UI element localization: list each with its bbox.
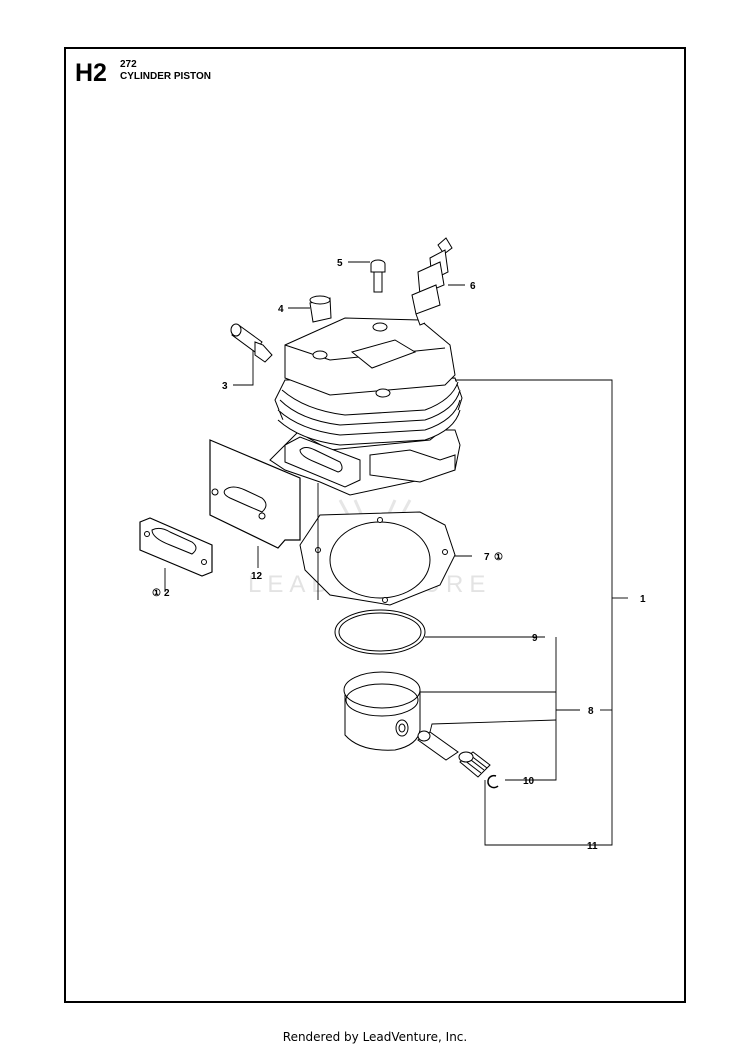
circlip-10 [487, 774, 499, 789]
callout-7-note: ① [494, 552, 503, 563]
callout-2[interactable]: 2 [164, 588, 170, 599]
callout-11[interactable]: 11 [587, 841, 598, 852]
cylinder-1 [269, 317, 463, 496]
base-gasket-7 [299, 511, 456, 606]
callout-8[interactable]: 8 [588, 706, 594, 717]
section-title: CYLINDER PISTON [120, 71, 211, 82]
callout-1[interactable]: 1 [640, 594, 646, 605]
callout-12[interactable]: 12 [251, 571, 263, 582]
callout-2-note: ① [152, 588, 161, 599]
diagram-frame [64, 47, 686, 1003]
gasket-12 [209, 439, 301, 549]
gasket-2 [139, 517, 213, 577]
callout-4[interactable]: 4 [278, 304, 284, 315]
footer-credit: Rendered by LeadVenture, Inc. [282, 1030, 468, 1044]
piston [343, 671, 421, 751]
section-code: H2 [75, 59, 107, 87]
piston-ring-9 [334, 609, 426, 655]
callout-3[interactable]: 3 [222, 381, 228, 392]
callout-5[interactable]: 5 [337, 258, 343, 269]
decomp-valve-3 [230, 323, 273, 363]
piston-pin [417, 730, 459, 761]
callout-7[interactable]: 7 [484, 552, 490, 563]
callout-labels: 1 ① 2 3 4 5 6 7 ① 8 9 10 11 12 [152, 258, 646, 852]
spark-plug-6 [411, 237, 453, 326]
model-number: 272 [120, 59, 137, 70]
callout-6[interactable]: 6 [470, 281, 476, 292]
exploded-parts [139, 237, 499, 789]
plug-4 [309, 295, 332, 323]
needle-bearing-11 [458, 751, 491, 778]
callout-10[interactable]: 10 [523, 776, 535, 787]
leader-lines [164, 261, 628, 846]
screw-5 [370, 259, 386, 293]
callout-9[interactable]: 9 [532, 633, 538, 644]
